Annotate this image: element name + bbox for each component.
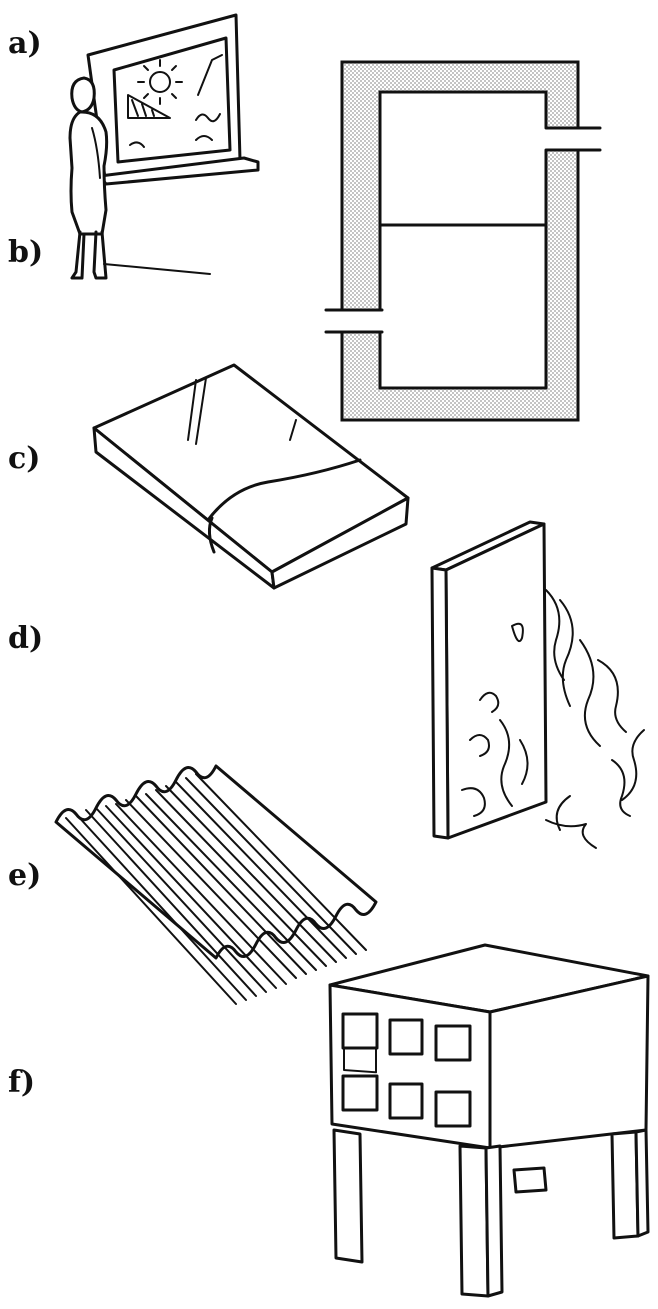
label-b: b) <box>8 235 43 270</box>
corrugated-sheet <box>54 764 378 1005</box>
insulated-tank-cross-section <box>324 60 602 422</box>
label-e: e) <box>8 858 41 893</box>
building-on-columns <box>328 943 650 1298</box>
woman-at-window-illustration <box>68 13 260 280</box>
wrapped-insulation-slab <box>92 363 410 590</box>
label-d: d) <box>8 621 43 656</box>
label-a: a) <box>8 26 42 61</box>
label-c: c) <box>8 441 40 476</box>
label-f: f) <box>8 1065 35 1100</box>
fire-resistant-wall-panel <box>430 520 645 849</box>
